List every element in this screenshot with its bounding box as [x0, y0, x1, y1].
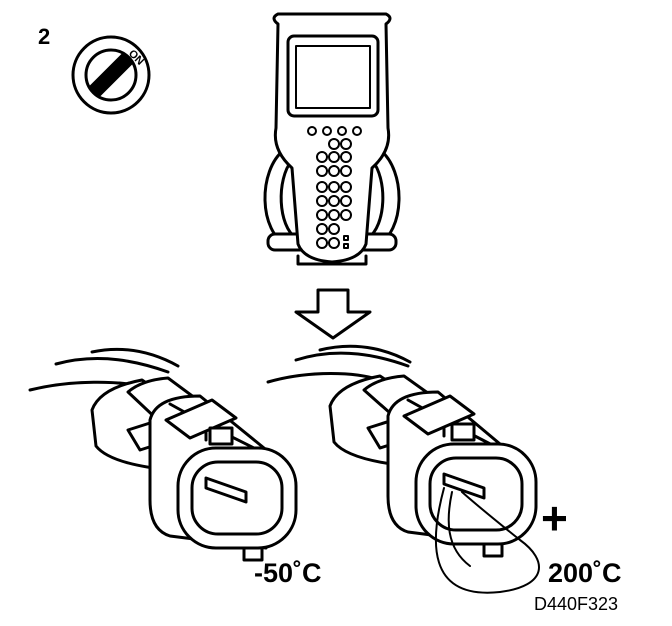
ignition-key-icon: ON	[71, 35, 151, 115]
connector-icon	[266, 344, 538, 558]
scan-tool-icon	[263, 12, 401, 266]
figure-code: D440F323	[534, 594, 619, 614]
step-number: 2	[38, 24, 51, 49]
connector-icon	[28, 347, 298, 562]
temperature-low-label: -50˚C	[254, 558, 322, 588]
plus-sign: +	[541, 492, 568, 544]
temperature-high-label: 200˚C	[548, 558, 622, 588]
jumper-wire-icon	[434, 487, 540, 594]
down-arrow-icon	[294, 288, 372, 340]
